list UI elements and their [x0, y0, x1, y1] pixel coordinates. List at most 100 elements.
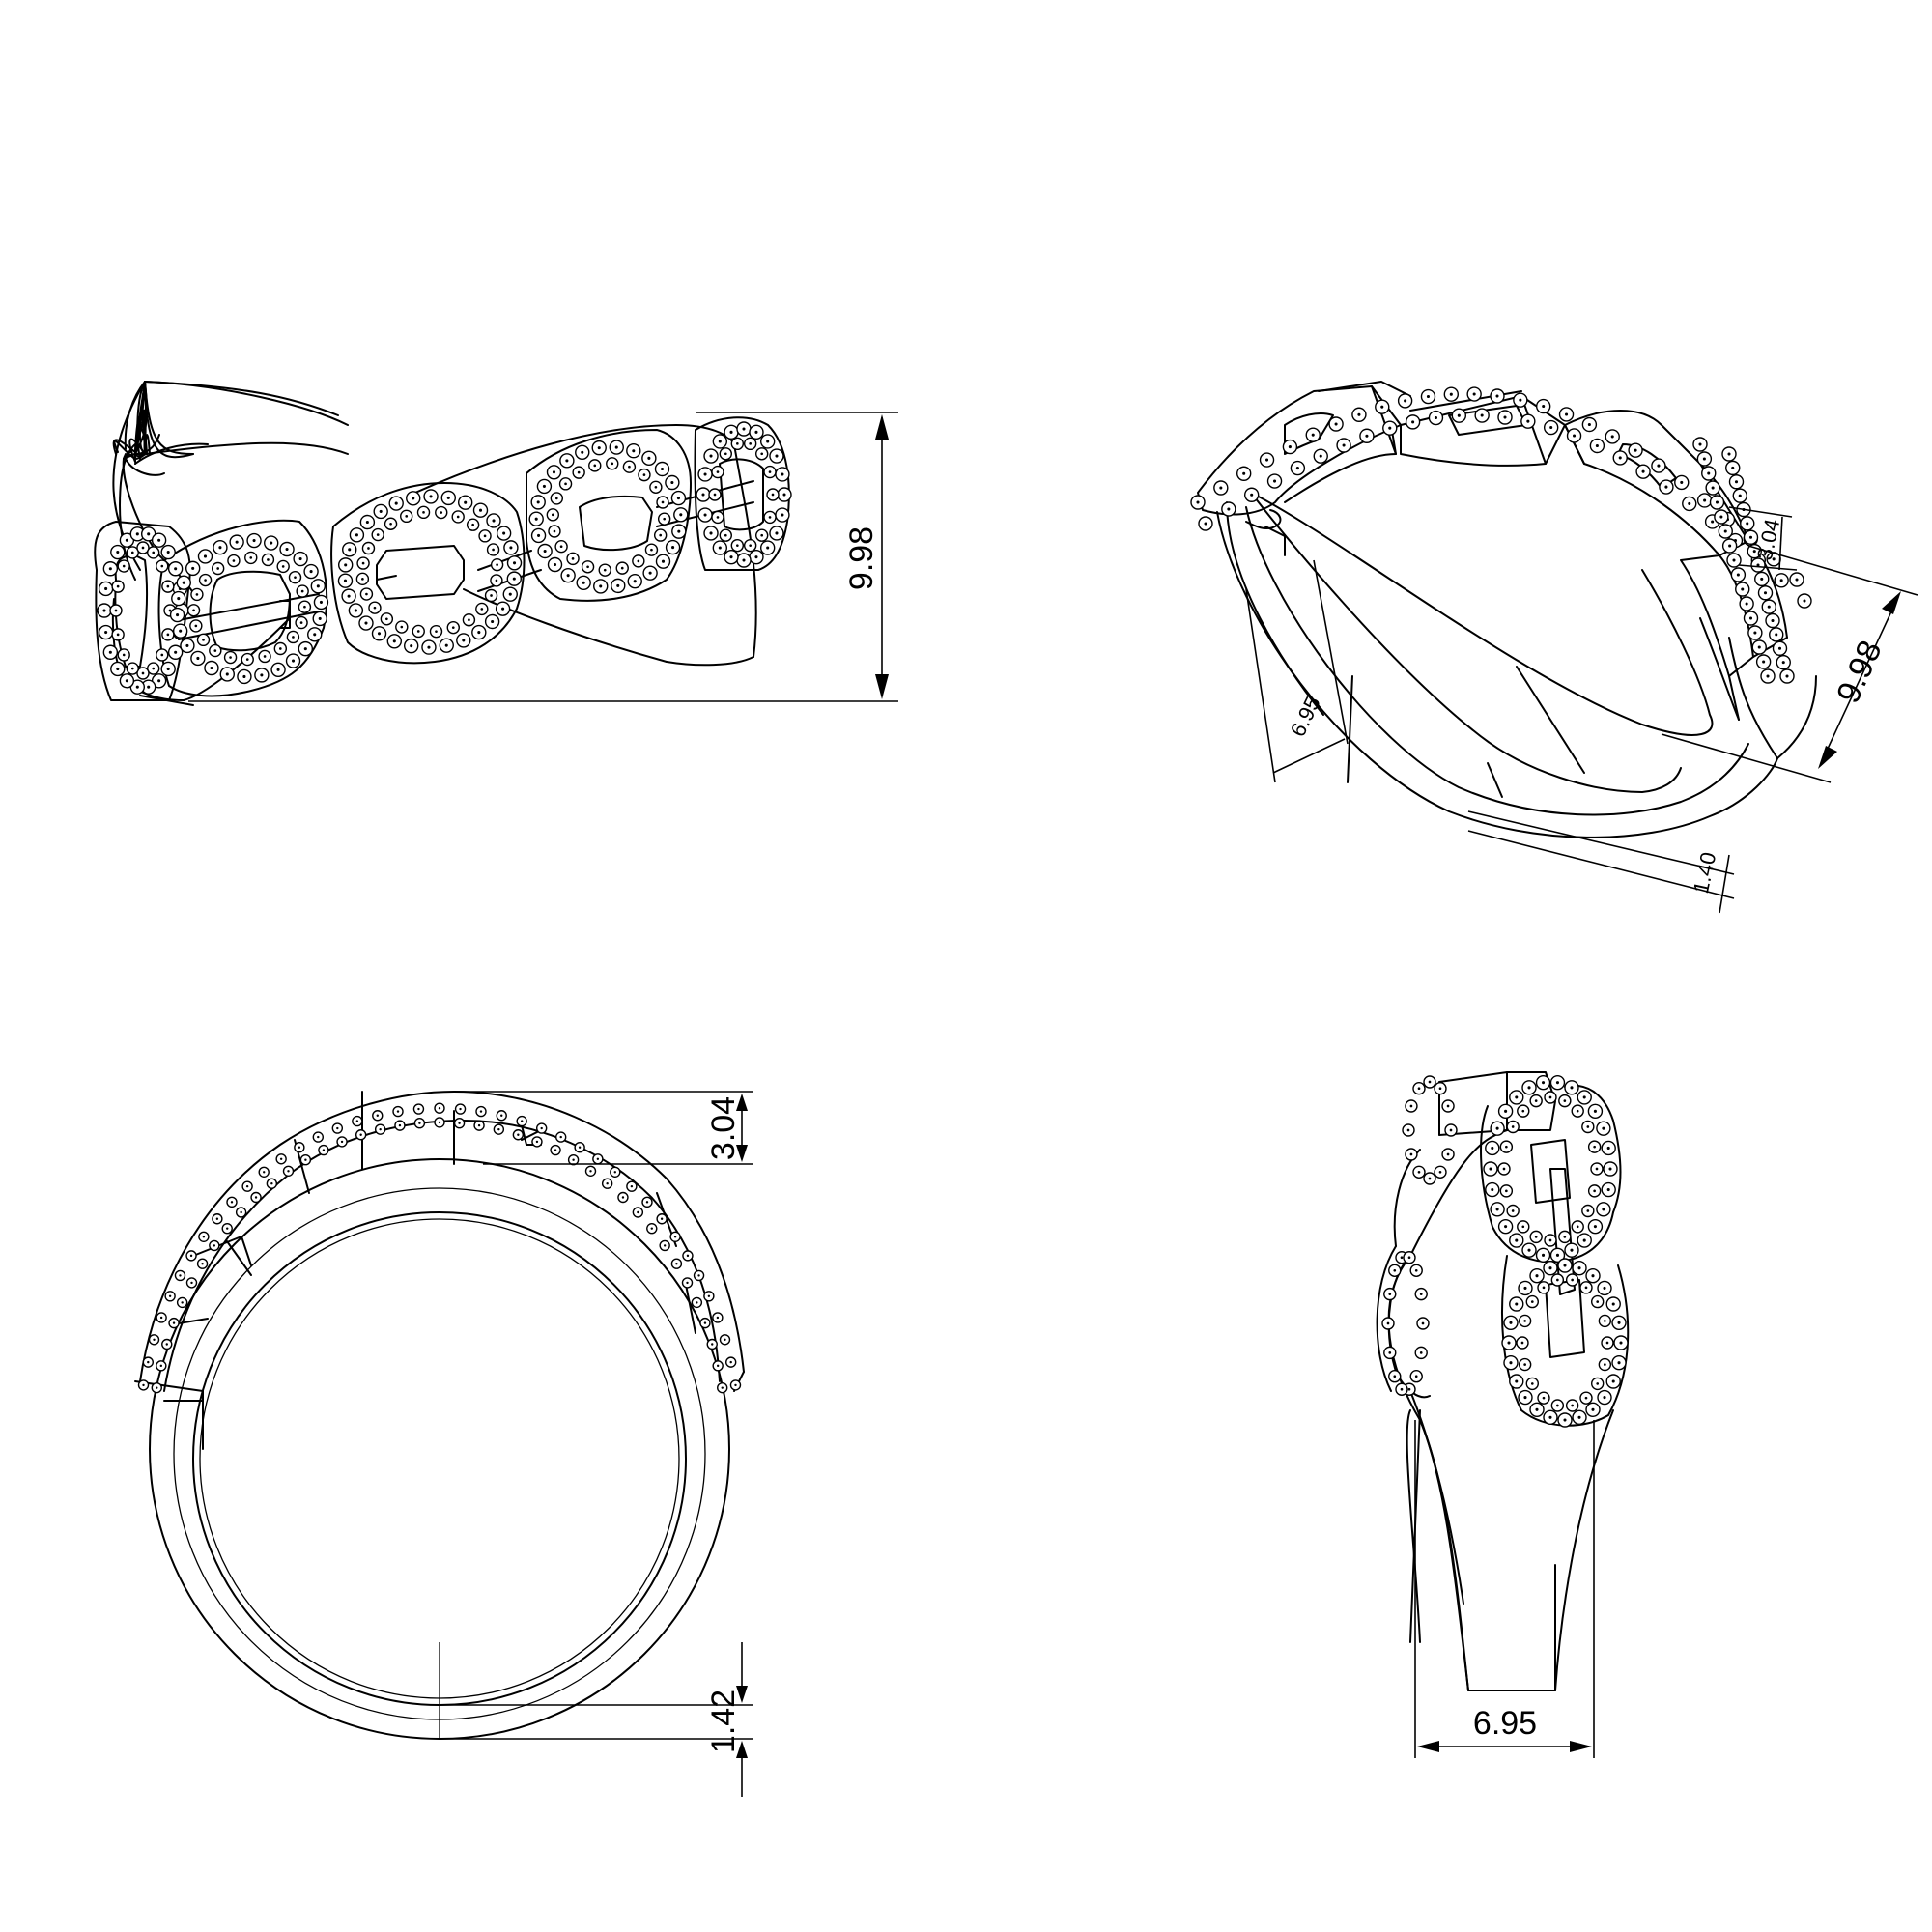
pave-stone-culet — [213, 649, 217, 652]
pave-stone-culet — [359, 1133, 362, 1136]
pave-stone-culet — [632, 449, 636, 453]
pave-stone-culet — [1602, 1208, 1605, 1211]
pave-stone-culet — [152, 667, 156, 670]
pave-stone-culet — [477, 631, 481, 635]
pave-stone-culet — [1736, 573, 1740, 577]
pave-stone-culet — [394, 501, 398, 505]
pave-stone-culet — [1520, 1341, 1524, 1345]
pave-stone-culet — [1711, 520, 1715, 524]
pave-stone-culet — [1421, 1321, 1425, 1325]
pave-stone-culet — [1446, 1152, 1450, 1156]
pave-stone-culet — [540, 1126, 543, 1130]
pave-stone-culet — [709, 454, 713, 458]
pave-stone-culet — [661, 559, 666, 563]
pave-stone-culet — [1753, 631, 1757, 635]
pave-stone-culet — [479, 1110, 483, 1113]
pave-stone-culet — [721, 1386, 724, 1389]
pave-stone-culet — [435, 630, 438, 633]
pave-stone-culet — [1404, 399, 1407, 403]
pave-stone-culet — [659, 533, 663, 537]
pave-stone-culet — [754, 430, 758, 434]
pave-stone-culet — [1617, 1321, 1621, 1324]
pave-stone-culet — [177, 597, 181, 601]
pave-stone-culet — [589, 1170, 592, 1173]
pave-stone-culet — [348, 548, 352, 552]
pave-stone-culet — [642, 473, 646, 476]
pave-stone-culet — [104, 630, 108, 635]
pave-stone-culet — [429, 495, 433, 498]
pave-stone-culet — [1571, 1404, 1574, 1407]
pave-stone-culet — [1738, 494, 1742, 497]
pave-stone-culet — [226, 1227, 229, 1230]
pave-stone-culet — [152, 551, 156, 554]
pave-stone-culet — [1519, 398, 1522, 402]
pave-stone-culet — [709, 531, 713, 535]
pave-stone-culet — [347, 594, 351, 598]
pave-stone-culet — [1757, 645, 1761, 649]
pave-stone-culet — [736, 544, 739, 547]
iso-dim-width-extension-a — [1245, 588, 1276, 783]
iso-dim-width-label: 6.95 — [1286, 693, 1325, 740]
pave-stone-culet — [1602, 1126, 1605, 1130]
pave-stone-culet — [542, 484, 546, 488]
pave-stone-culet — [309, 570, 313, 574]
pave-stone-culet — [716, 1316, 720, 1320]
pave-stone-culet — [1715, 500, 1719, 504]
pave-stone-culet — [671, 546, 675, 550]
pave-stone-culet — [477, 1123, 481, 1127]
pave-stone-culet — [389, 522, 392, 526]
pave-stone-culet — [135, 532, 139, 536]
pave-stone-culet — [1611, 1302, 1615, 1306]
iso-dim-top-extension-b — [1738, 564, 1798, 571]
pave-stone-culet — [559, 1135, 562, 1139]
pave-stone-culet — [438, 1107, 441, 1110]
pave-stone-culet — [1530, 1300, 1534, 1303]
pave-stone-culet — [263, 655, 267, 658]
pave-stone-culet — [317, 1135, 320, 1139]
pave-stone-culet — [614, 445, 618, 449]
pave-stone-culet — [1535, 1274, 1539, 1278]
pave-stone-culet — [185, 643, 189, 647]
pave-stone-culet — [703, 513, 707, 517]
pave-stone-culet — [1593, 1189, 1596, 1193]
pave-stone-culet — [1548, 1415, 1552, 1419]
pave-stone-culet — [1762, 660, 1766, 664]
pave-stone-culet — [1731, 466, 1735, 469]
pave-stone-culet — [1503, 415, 1507, 419]
pave-stone-culet — [1523, 1396, 1527, 1400]
end-dim-width-label: 6.95 — [1473, 1705, 1537, 1742]
pave-stone-culet — [166, 633, 170, 637]
pave-stone-culet — [147, 685, 151, 689]
pave-stone-culet — [1505, 1145, 1508, 1149]
pave-stone-culet — [1618, 456, 1622, 460]
pave-stone-culet — [319, 600, 323, 604]
pave-stone-culet — [1803, 599, 1806, 603]
pave-stone-culet — [122, 653, 126, 657]
pave-stone-culet — [1606, 1187, 1610, 1192]
pave-stone-culet — [1449, 1128, 1453, 1132]
pave-stone-culet — [1771, 618, 1775, 623]
pave-stone-culet — [1760, 577, 1764, 581]
pave-stone-culet — [1587, 422, 1591, 427]
pave-stone-culet — [749, 442, 752, 445]
pave-stone-culet — [153, 1338, 156, 1341]
pave-stone-culet — [471, 523, 474, 526]
pave-stone-culet — [760, 533, 764, 537]
pave-stone-culet — [1610, 435, 1614, 439]
pave-stone-culet — [620, 566, 624, 570]
pave-stone-culet — [270, 541, 273, 545]
pave-stone-culet — [1606, 1146, 1610, 1151]
pave-stone-culet — [496, 563, 498, 567]
pave-stone-culet — [1534, 1099, 1538, 1102]
pave-stone-culet — [462, 639, 466, 642]
pave-stone-culet — [299, 621, 303, 624]
pave-stone-culet — [1407, 1256, 1411, 1260]
pave-stone-culet — [318, 616, 322, 620]
pave-stone-culet — [491, 619, 495, 624]
pave-stone-culet — [1603, 1396, 1606, 1400]
pave-stone-culet — [361, 561, 365, 565]
pave-stone-culet — [509, 546, 513, 550]
pave-stone-culet — [1242, 471, 1246, 475]
pave-stone-culet — [1688, 501, 1691, 505]
pave-stone-culet — [1393, 1268, 1397, 1272]
